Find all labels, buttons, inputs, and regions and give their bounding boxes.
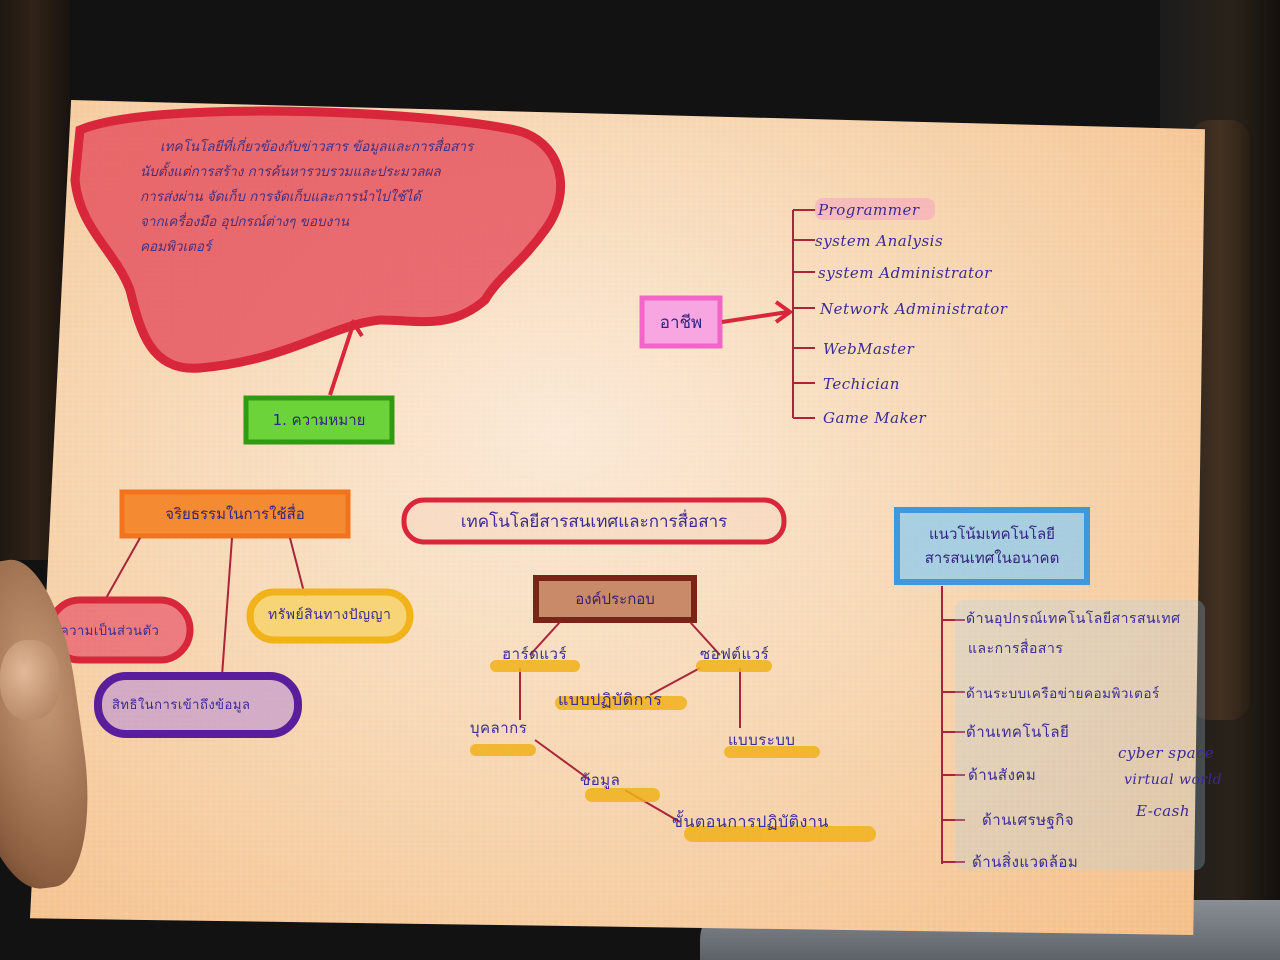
trend-item: ด้านเทคโนโลยี bbox=[966, 723, 1070, 741]
ip-pill-shape bbox=[246, 588, 414, 644]
career-item: system Administrator bbox=[818, 264, 992, 282]
component-os: แบบปฏิบัติการ bbox=[558, 690, 663, 709]
definition-line: นับตั้งแต่การสร้าง การค้นหารวบรวมและประม… bbox=[140, 164, 441, 180]
trends-node-line: แนวโน้มเทคโนโลยี bbox=[929, 525, 1055, 543]
components-box-shape bbox=[533, 575, 697, 623]
career-item: system Analysis bbox=[815, 232, 944, 250]
definition-blob bbox=[70, 106, 565, 373]
trend-item: ด้านอุปกรณ์เทคโนโลยีสารสนเทศ bbox=[966, 611, 1181, 627]
definition-line: เทคโนโลยีที่เกี่ยวข้องกับข่าวสาร ข้อมูลแ… bbox=[160, 139, 474, 155]
component-people: บุคลากร bbox=[470, 719, 528, 737]
side-term: cyber space bbox=[1118, 744, 1215, 762]
trends-box-shape bbox=[894, 507, 1090, 585]
career-item: Programmer bbox=[818, 201, 920, 219]
career-item: WebMaster bbox=[823, 340, 915, 358]
trend-item: ด้านระบบเครือข่ายคอมพิวเตอร์ bbox=[966, 686, 1160, 702]
ethics-node: จริยธรรมในการใช้สื่อ bbox=[165, 505, 305, 523]
trend-item: ด้านสิ่งแวดล้อม bbox=[972, 853, 1079, 871]
component-procedure: ขั้นตอนการปฏิบัติงาน bbox=[672, 812, 829, 831]
meaning-box-shape bbox=[243, 395, 395, 445]
trend-item: ด้านเศรษฐกิจ bbox=[982, 811, 1075, 829]
career-item: Network Administrator bbox=[820, 300, 1008, 318]
career-node: อาชีพ bbox=[659, 312, 703, 333]
access-pill-shape bbox=[94, 672, 302, 738]
component-software: ซอฟต์แวร์ bbox=[700, 645, 770, 663]
components-node: องค์ประกอบ bbox=[575, 590, 655, 608]
title-box-shape bbox=[401, 497, 787, 545]
definition-line: จากเครื่องมือ อุปกรณ์ต่างๆ ขอบงาน bbox=[140, 214, 349, 230]
ethics-box-shape bbox=[119, 489, 351, 539]
component-data: ข้อมูล bbox=[580, 771, 621, 789]
trends-node-line: สารสนเทศในอนาคต bbox=[924, 549, 1060, 567]
definition-text: เทคโนโลยีที่เกี่ยวข้องกับข่าวสาร ข้อมูลแ… bbox=[140, 135, 525, 260]
career-bracket bbox=[792, 209, 815, 419]
ethics-item-ip: ทรัพย์สินทางปัญญา bbox=[268, 607, 392, 623]
ethics-item-access: สิทธิในการเข้าถึงข้อมูล bbox=[112, 698, 251, 713]
career-item: Game Maker bbox=[823, 409, 927, 427]
definition-line: การส่งผ่าน จัดเก็บ การจัดเก็บและการนำไปใ… bbox=[140, 189, 421, 205]
main-title: เทคโนโลยีสารสนเทศและการสื่อสาร bbox=[460, 511, 728, 532]
trends-node: แนวโน้มเทคโนโลยี สารสนเทศในอนาคต bbox=[897, 510, 1087, 582]
trend-item: ด้านสังคม bbox=[968, 766, 1037, 784]
component-app: แบบระบบ bbox=[728, 731, 796, 749]
meaning-arrow bbox=[328, 327, 354, 396]
side-term: E-cash bbox=[1136, 802, 1190, 820]
career-box-shape bbox=[639, 295, 723, 349]
trends-bracket bbox=[941, 586, 965, 864]
definition-line: คอมพิวเตอร์ bbox=[140, 239, 212, 255]
thumb bbox=[0, 640, 60, 720]
component-hardware: ฮาร์ดแวร์ bbox=[502, 645, 568, 663]
ethics-item-privacy: ความเป็นส่วนตัว bbox=[60, 624, 160, 639]
trend-item: และการสื่อสาร bbox=[968, 641, 1064, 657]
side-term: virtual world bbox=[1124, 772, 1223, 788]
meaning-node: 1. ความหมาย bbox=[272, 411, 366, 429]
career-item: Techician bbox=[823, 375, 900, 393]
component-highlights bbox=[470, 660, 876, 842]
